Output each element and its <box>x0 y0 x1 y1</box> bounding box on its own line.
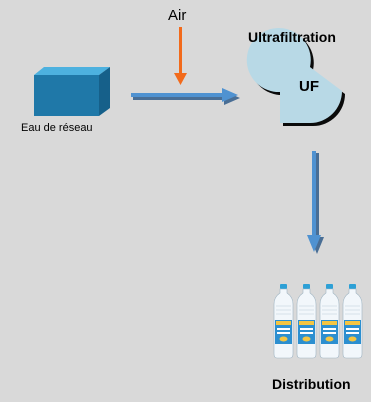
air-arrow-shaft <box>179 27 182 75</box>
uf-label: UF <box>299 78 319 95</box>
water-bottle-icon <box>273 284 294 359</box>
bottle-label-text-line <box>323 328 336 330</box>
bottle-label-band <box>299 321 314 325</box>
bottle-label-text-line <box>277 328 290 330</box>
flow-arrow-to-distribution <box>307 151 324 254</box>
air-label: Air <box>168 7 187 24</box>
bottle-label-band <box>276 321 291 325</box>
water-bottle-icon <box>319 284 340 359</box>
flow-arrow-to-uf <box>131 88 240 105</box>
flow-arrow-to-distribution-shadow <box>310 153 324 254</box>
bottle-label-text-line <box>300 328 313 330</box>
bottle-cap <box>280 284 287 289</box>
uf-unit <box>246 28 345 126</box>
bottle-label-band <box>345 321 360 325</box>
bottle-label-emblem <box>279 336 288 342</box>
flow-arrow-to-distribution-body <box>307 151 321 252</box>
air-arrow <box>174 27 187 85</box>
bottle-label-emblem <box>348 336 357 342</box>
bottle-label-text-line <box>277 332 290 334</box>
bottle-label-text-line <box>323 332 336 334</box>
water-bottle-icon <box>342 284 363 359</box>
distribution-label: Distribution <box>272 376 351 392</box>
flow-arrow-to-uf-shadow <box>133 91 240 105</box>
water-bottle-icon <box>296 284 317 359</box>
flow-arrow-to-uf-body <box>131 88 238 102</box>
air-arrow-head <box>174 73 187 85</box>
tank-side <box>99 67 110 116</box>
bottle-label-emblem <box>325 336 334 342</box>
tap-water-label: Eau de réseau <box>21 122 93 134</box>
bottle-label-text-line <box>346 328 359 330</box>
ultrafiltration-title: Ultrafiltration <box>248 29 336 45</box>
bottle-cap <box>349 284 356 289</box>
bottle-label-emblem <box>302 336 311 342</box>
tank-top <box>34 67 110 75</box>
bottle-label-text-line <box>346 332 359 334</box>
bottle-label-band <box>322 321 337 325</box>
uf-shape <box>246 28 342 123</box>
tank-front <box>34 75 99 116</box>
bottle-cap <box>326 284 333 289</box>
tap-water-tank <box>34 67 110 116</box>
bottle-label-text-line <box>300 332 313 334</box>
water-bottles <box>273 284 363 359</box>
bottle-cap <box>303 284 310 289</box>
